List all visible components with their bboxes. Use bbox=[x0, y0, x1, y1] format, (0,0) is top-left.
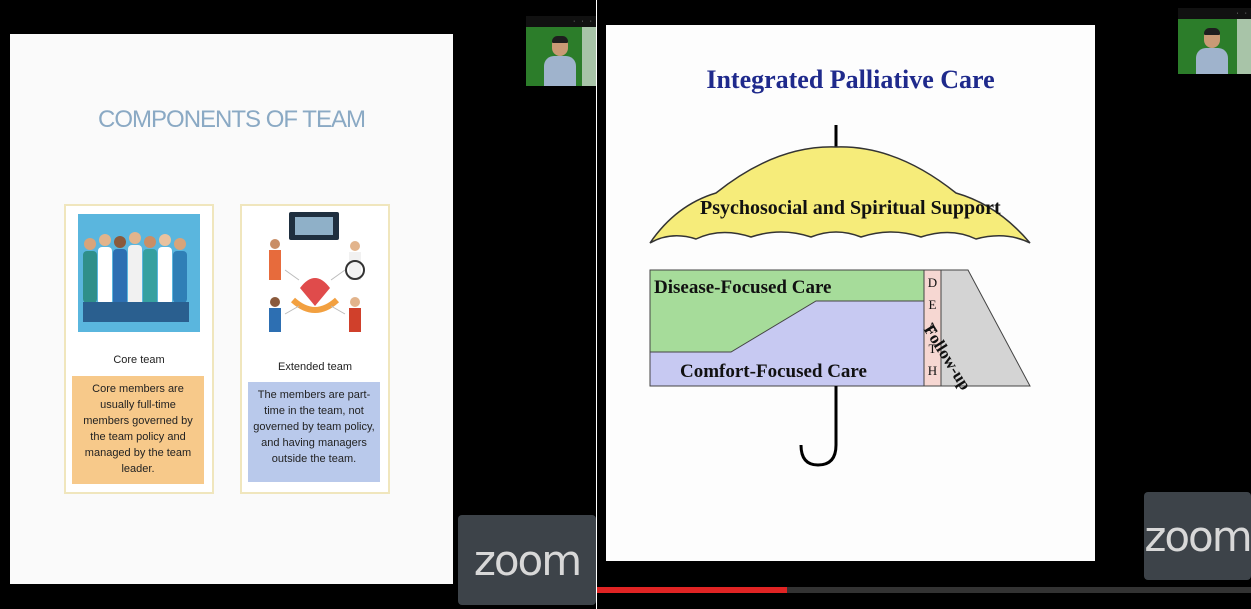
right-screen-share: Integrated Palliative Care Psychosocial … bbox=[597, 0, 1251, 609]
death-letter: T bbox=[928, 341, 937, 356]
extended-team-description: The members are part-time in the team, n… bbox=[248, 382, 380, 482]
death-letter: D bbox=[927, 275, 938, 290]
slide-components-of-team: COMPONENTS OF TEAM Core team Core member… bbox=[10, 34, 453, 584]
comfort-focused-label: Comfort-Focused Care bbox=[680, 361, 867, 382]
participant-avatar bbox=[544, 36, 576, 86]
zoom-logo-text: zoom bbox=[1144, 511, 1251, 561]
umbrella-label: Psychosocial and Spiritual Support bbox=[700, 197, 1001, 219]
video-progress-fill bbox=[597, 587, 787, 593]
core-team-card: Core team Core members are usually full-… bbox=[64, 204, 214, 494]
left-screen-share: COMPONENTS OF TEAM Core team Core member… bbox=[0, 0, 596, 609]
participant-avatar bbox=[1196, 28, 1228, 74]
zoom-logo: zoom bbox=[1144, 492, 1251, 580]
slide-title: COMPONENTS OF TEAM bbox=[98, 106, 366, 133]
slide-title: Integrated Palliative Care bbox=[706, 65, 995, 94]
extended-team-label: Extended team bbox=[278, 361, 352, 373]
extended-team-card: Extended team The members are part-time … bbox=[240, 204, 390, 494]
umbrella-canopy bbox=[649, 146, 1031, 244]
participant-video-thumbnail[interactable]: ··· bbox=[526, 16, 596, 86]
extended-team-illustration bbox=[255, 210, 375, 336]
zoom-logo: zoom bbox=[458, 515, 596, 605]
core-team-label: Core team bbox=[113, 354, 165, 366]
umbrella-diagram bbox=[649, 125, 1031, 467]
video-toolbar: ·· bbox=[1178, 8, 1251, 19]
death-letter: H bbox=[927, 363, 938, 378]
core-team-description: Core members are usually full-time membe… bbox=[72, 376, 204, 484]
pane-divider bbox=[596, 0, 597, 609]
death-column: D E A T H bbox=[924, 272, 941, 382]
background-shelf bbox=[1237, 19, 1251, 74]
core-team-illustration bbox=[78, 214, 200, 332]
death-letter: A bbox=[927, 319, 938, 334]
video-progress-bar[interactable] bbox=[597, 587, 1251, 593]
background-shelf bbox=[582, 27, 596, 86]
zoom-logo-text: zoom bbox=[473, 535, 582, 585]
death-letter: E bbox=[928, 297, 937, 312]
slide-integrated-palliative-care: Integrated Palliative Care Psychosocial … bbox=[606, 25, 1095, 561]
participant-video-thumbnail[interactable]: ·· bbox=[1178, 8, 1251, 74]
video-toolbar: ··· bbox=[526, 16, 596, 27]
disease-focused-label: Disease-Focused Care bbox=[654, 277, 832, 298]
